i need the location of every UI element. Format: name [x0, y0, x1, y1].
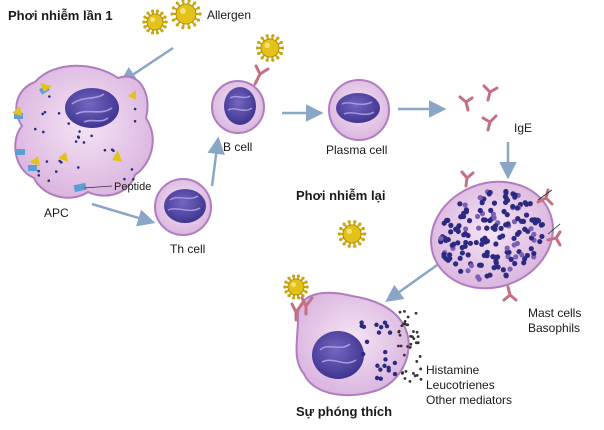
allergen-particle [283, 274, 309, 300]
arrow-apc-to-th [91, 202, 156, 227]
allergen-particle [170, 0, 202, 30]
label-ige: IgE [514, 121, 533, 135]
label-leucotrienes: Leucotrienes [426, 378, 495, 392]
label-first-exposure: Phơi nhiễm lần 1 [8, 8, 113, 23]
label-b-cell: B cell [223, 140, 253, 154]
label-allergen: Allergen [207, 8, 252, 22]
mast-cell [430, 170, 562, 302]
label-re-exposure: Phơi nhiễm lại [296, 188, 386, 203]
allergen-particles [142, 0, 367, 300]
label-apc: APC [44, 206, 69, 220]
label-release: Sự phóng thích [296, 404, 393, 419]
allergen-particle [142, 9, 168, 35]
label-histamine: Histamine [426, 363, 480, 377]
label-basophils: Basophils [528, 321, 581, 335]
apc-cell [12, 64, 154, 199]
plasma-cell [328, 79, 390, 141]
apc-membrane [14, 64, 154, 199]
arrow-th-to-b [207, 136, 225, 187]
arrow-mast-to-release [385, 261, 441, 303]
allergen-particle [337, 220, 367, 248]
ige-antibodies [458, 84, 499, 132]
degranulating-cell [290, 291, 423, 397]
label-peptide: Peptide [114, 181, 152, 193]
label-other-mediators: Other mediators [426, 393, 513, 407]
label-plasma-cell: Plasma cell [326, 143, 388, 157]
allergen-particle [255, 34, 285, 62]
th-cell [154, 178, 212, 236]
apc-nucleus [65, 88, 119, 128]
label-mast-cells: Mast cells [528, 306, 582, 320]
label-th-cell: Th cell [170, 242, 206, 256]
b-cell [211, 64, 270, 134]
